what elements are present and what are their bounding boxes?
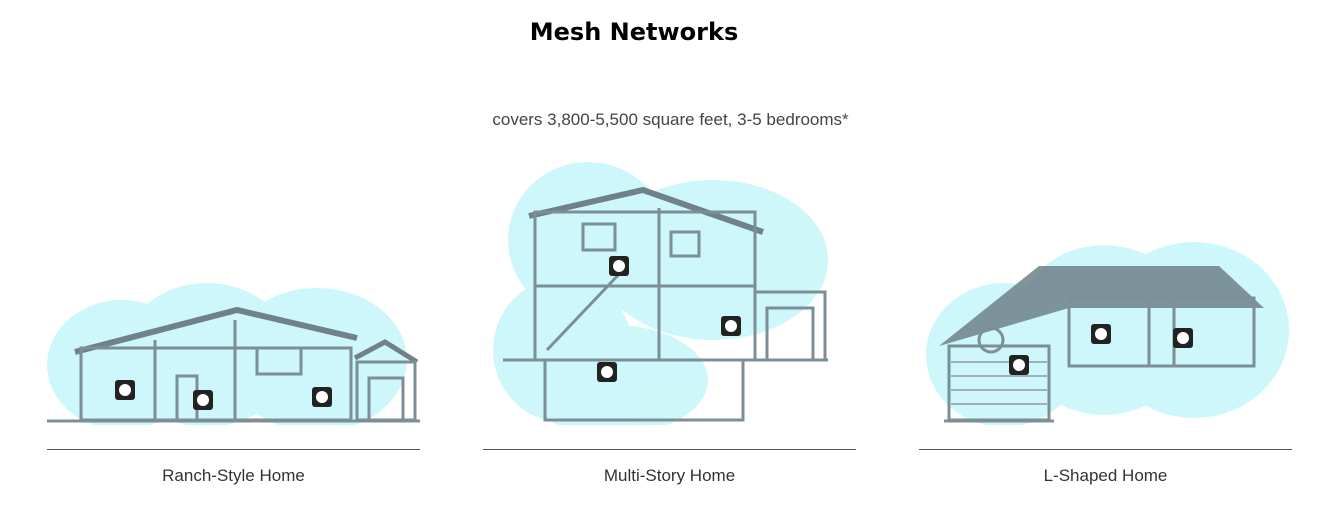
ranch-divider [47, 449, 420, 450]
l-shaped-divider [919, 449, 1292, 450]
coverage-subtitle: covers 3,800-5,500 square feet, 3-5 bedr… [492, 110, 849, 129]
l-shaped-home-section: L-Shaped Home [919, 150, 1292, 500]
ranch-home-label: Ranch-Style Home [162, 466, 305, 485]
page-title: Mesh Networks [529, 18, 739, 46]
multi-story-home-section: Multi-Story Home [483, 150, 856, 500]
ranch-home-section: Ranch-Style Home [47, 150, 420, 500]
ranch-house-illustration [47, 283, 420, 425]
l-shaped-home-label: L-Shaped Home [1043, 466, 1168, 485]
multi-story-home-label: Multi-Story Home [603, 466, 736, 485]
l-shaped-house-illustration [926, 242, 1289, 425]
multi-story-house-illustration [493, 162, 828, 425]
multi-story-divider [483, 449, 856, 450]
